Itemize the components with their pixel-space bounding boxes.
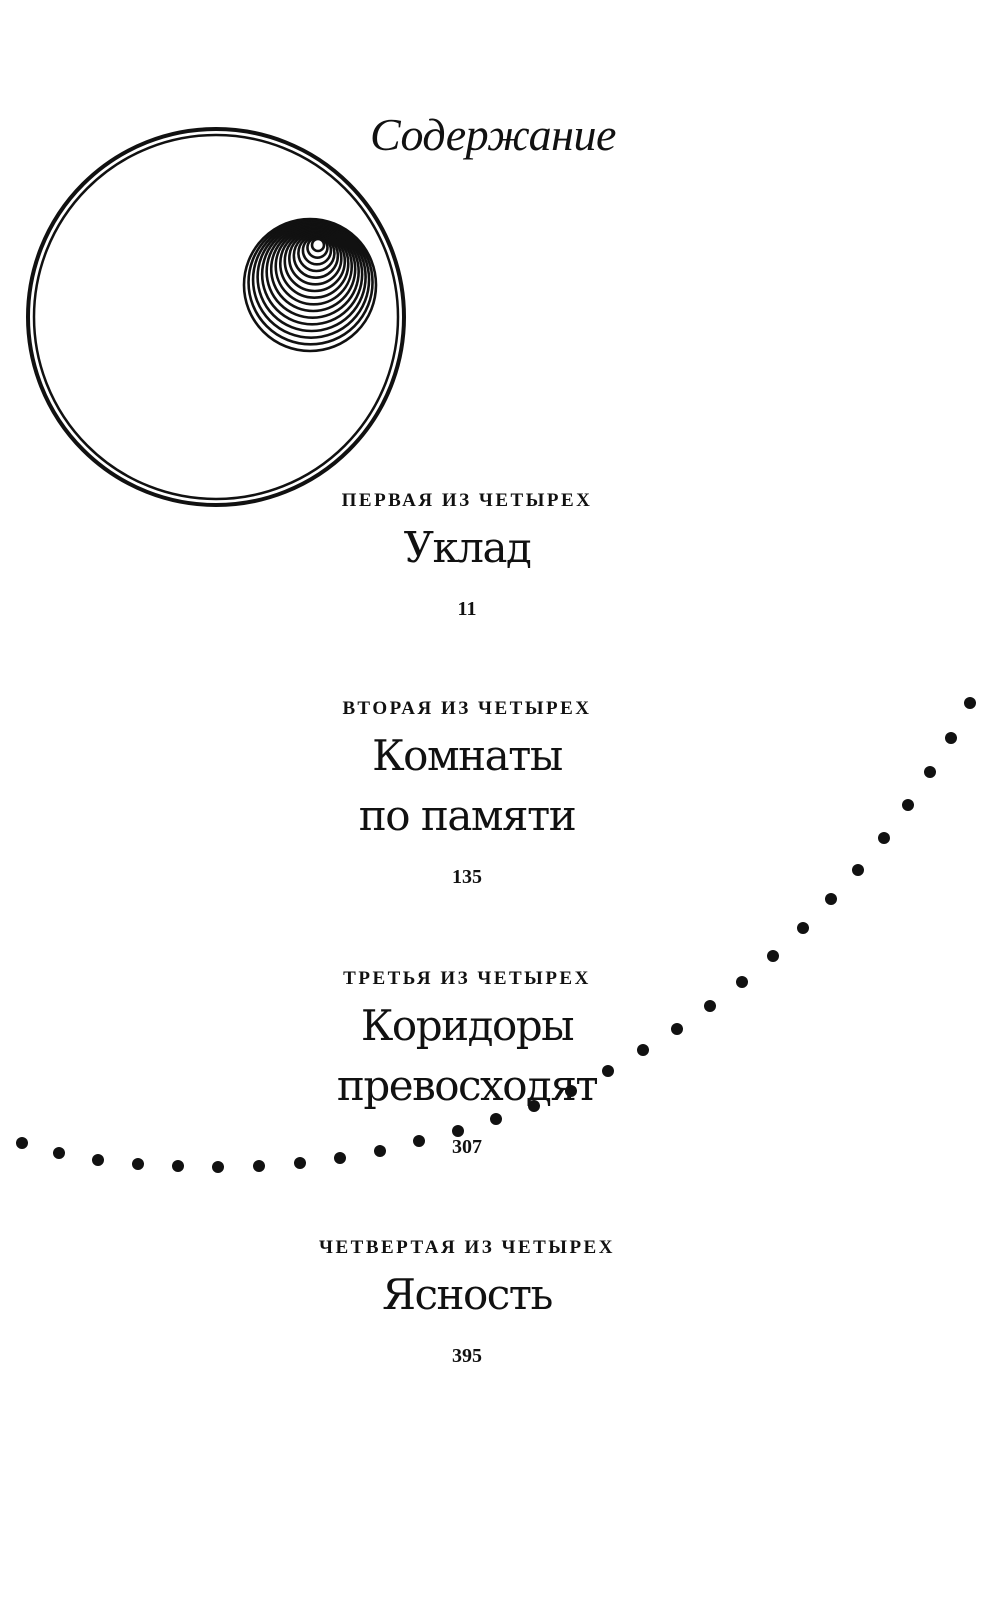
dot xyxy=(53,1147,65,1159)
dot xyxy=(637,1044,649,1056)
dot xyxy=(294,1157,306,1169)
spiral-ring xyxy=(269,225,357,313)
page-number: 395 xyxy=(452,1345,482,1367)
page-number: 135 xyxy=(452,866,482,888)
spiral-ring xyxy=(260,223,364,326)
spiral-ring xyxy=(278,228,350,299)
spiral-ring xyxy=(242,217,378,353)
page-number: 307 xyxy=(452,1136,482,1158)
dot xyxy=(924,766,936,778)
part-label: ПЕРВАЯ ИЗ ЧЕТЫРЕХ xyxy=(341,490,593,511)
dot xyxy=(334,1152,346,1164)
part-label: ВТОРАЯ ИЗ ЧЕТЫРЕХ xyxy=(342,698,592,719)
spiral-ring xyxy=(274,227,354,306)
dot xyxy=(490,1113,502,1125)
dot xyxy=(964,697,976,709)
toc-entry-4[interactable]: ЧЕТВЕРТАЯ ИЗ ЧЕТЫРЕХ Ясность 395 xyxy=(267,1237,667,1368)
dot xyxy=(602,1065,614,1077)
large-circle xyxy=(26,127,406,507)
dot xyxy=(16,1137,28,1149)
part-label: ЧЕТВЕРТАЯ ИЗ ЧЕТЫРЕХ xyxy=(319,1237,615,1258)
dot xyxy=(797,922,809,934)
spiral-ring xyxy=(301,235,333,266)
dot xyxy=(413,1135,425,1147)
dot xyxy=(132,1158,144,1170)
spiral-ring xyxy=(256,221,367,333)
dot xyxy=(565,1085,577,1097)
dot xyxy=(253,1160,265,1172)
spiral-ring xyxy=(288,231,343,286)
spiral-drawing xyxy=(242,217,378,353)
part-heading: Ясность xyxy=(382,1270,553,1319)
spiral-ring xyxy=(251,220,371,339)
spiral-ring xyxy=(292,232,340,279)
dot xyxy=(704,1000,716,1012)
spiral-ring xyxy=(297,233,336,273)
spiral-ring xyxy=(247,219,374,346)
part-label: ТРЕТЬЯ ИЗ ЧЕТЫРЕХ xyxy=(343,968,591,989)
page-title: Содержание xyxy=(370,109,616,160)
spiral-ring xyxy=(283,229,347,293)
dotted-curve xyxy=(16,697,976,1173)
part-heading: Уклад xyxy=(403,523,532,572)
dot xyxy=(902,799,914,811)
spiral-ring xyxy=(306,236,329,259)
dot xyxy=(452,1125,464,1137)
dot xyxy=(374,1145,386,1157)
dot xyxy=(878,832,890,844)
spiral-ring xyxy=(310,237,326,253)
dot xyxy=(92,1154,104,1166)
dot xyxy=(528,1100,540,1112)
dot xyxy=(736,976,748,988)
dot xyxy=(945,732,957,744)
toc-entry-1[interactable]: ПЕРВАЯ ИЗ ЧЕТЫРЕХ Уклад 11 xyxy=(267,490,667,621)
dot xyxy=(825,893,837,905)
dot xyxy=(852,864,864,876)
page-number: 11 xyxy=(457,598,477,620)
spiral-ring xyxy=(265,224,360,319)
dot xyxy=(212,1161,224,1173)
dot xyxy=(671,1023,683,1035)
dot xyxy=(767,950,779,962)
dot xyxy=(172,1160,184,1172)
